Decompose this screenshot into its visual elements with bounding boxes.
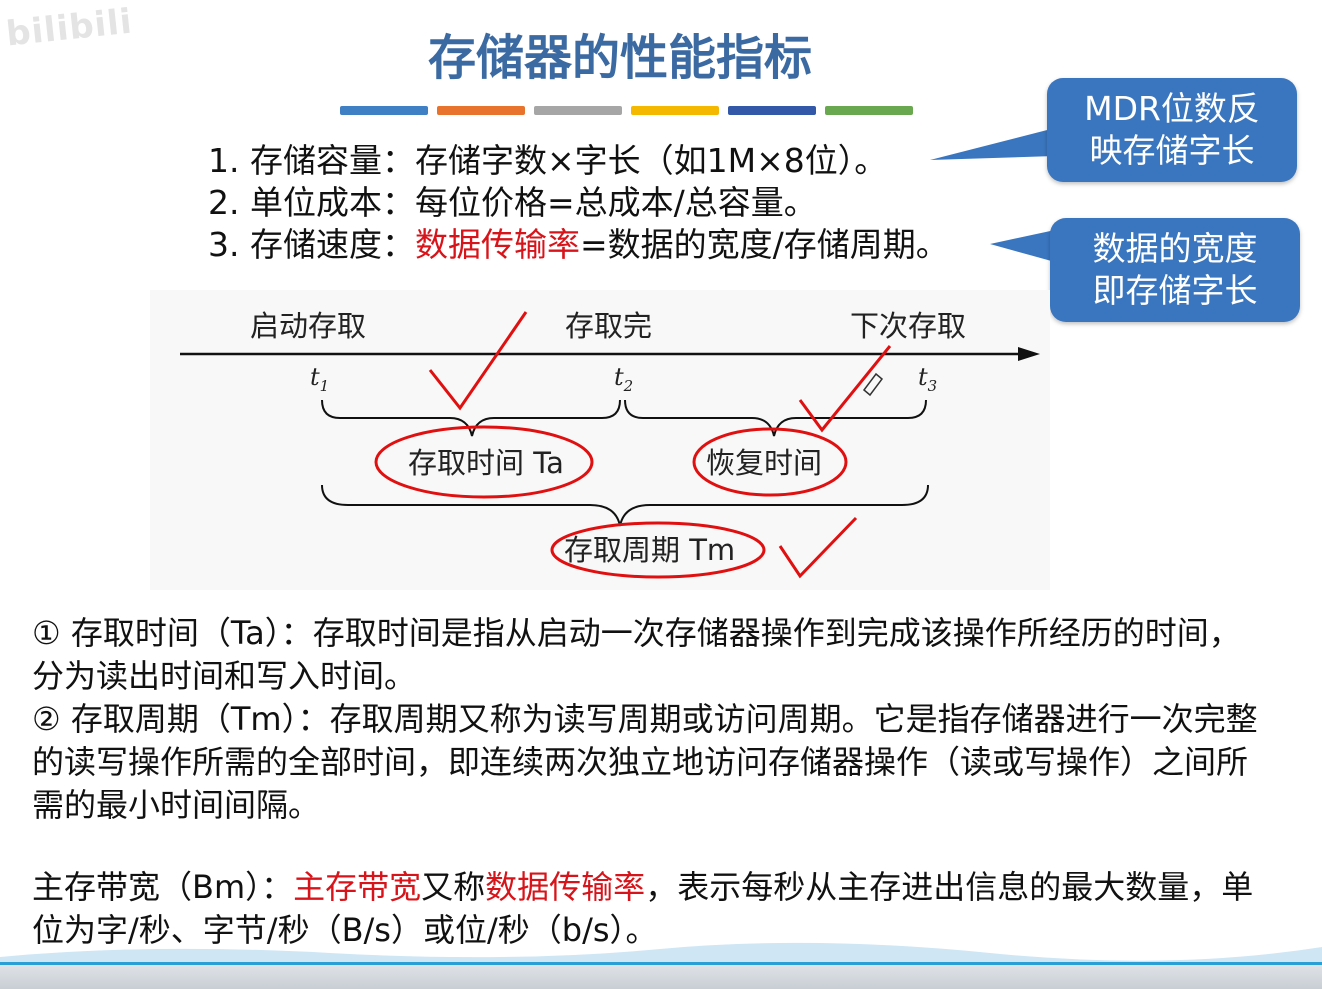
callout-width-tail xyxy=(990,230,1055,262)
color-segment xyxy=(631,106,719,115)
point-highlight: 数据传输率 xyxy=(415,225,580,264)
label-next: 下次存取 xyxy=(850,309,966,343)
point-label: 存储容量： xyxy=(250,141,415,180)
page-title: 存储器的性能指标 xyxy=(427,30,812,86)
callout-mdr-line1: MDR位数反 xyxy=(1084,89,1260,128)
definitions: ① 存取时间（Ta）：存取时间是指从启动一次存储器操作到完成该操作所经历的时间，… xyxy=(32,612,1272,827)
bandwidth-text: 又称 xyxy=(421,868,486,906)
time-axis-arrow xyxy=(1018,347,1040,361)
point-text: 每位价格=总成本/总容量。 xyxy=(415,183,817,222)
performance-points: 1. 存储容量：存储字数×字长（如1M×8位）。 2. 单位成本：每位价格=总成… xyxy=(208,140,949,266)
annotation-check-1 xyxy=(428,311,528,411)
diagram-background xyxy=(150,290,1050,590)
callout-mdr: MDR位数反 映存储字长 xyxy=(1047,78,1297,182)
annotation-circle-cycle xyxy=(550,521,766,579)
definition-access-time: ① 存取时间（Ta）：存取时间是指从启动一次存储器操作到完成该操作所经历的时间，… xyxy=(32,614,1241,695)
point-label: 存储速度： xyxy=(250,225,415,264)
color-segment xyxy=(437,106,525,115)
point-text: =数据的宽度/存储周期。 xyxy=(580,225,949,264)
point-number: 3. xyxy=(208,225,240,264)
color-segment xyxy=(728,106,816,115)
point-capacity: 1. 存储容量：存储字数×字长（如1M×8位）。 xyxy=(208,140,949,182)
bandwidth-text-rest: ，表示每秒从主存进出信息的最大数量，单位为字/秒、字节/秒（B/s）或位/秒（b… xyxy=(32,868,1254,949)
footer-wave xyxy=(0,942,1322,965)
brace-access-time xyxy=(321,399,621,437)
bandwidth-label: 主存带宽（Bm）： xyxy=(32,868,294,906)
callout-width-line2: 即存储字长 xyxy=(1092,271,1258,310)
brace-recovery-time xyxy=(624,399,927,437)
label-start: 启动存取 xyxy=(250,309,366,343)
point-speed: 3. 存储速度：数据传输率=数据的宽度/存储周期。 xyxy=(208,224,949,266)
footer-bar xyxy=(0,962,1322,989)
color-segment xyxy=(825,106,913,115)
annotation-circle-access xyxy=(374,425,594,499)
t3-label: t3 xyxy=(918,363,937,395)
callout-width-line1: 数据的宽度 xyxy=(1092,229,1258,268)
t2-label: t2 xyxy=(614,363,633,395)
callout-mdr-line2: 映存储字长 xyxy=(1089,131,1255,170)
point-label: 单位成本： xyxy=(250,183,415,222)
color-segment xyxy=(340,106,428,115)
annotation-check-3 xyxy=(778,516,858,579)
definition-access-cycle: ② 存取周期（Tm）：存取周期又称为读写周期或访问周期。它是指存储器进行一次完整… xyxy=(32,700,1258,824)
callout-width: 数据的宽度 即存储字长 xyxy=(1050,218,1300,322)
label-recovery-time: 恢复时间 xyxy=(706,446,822,480)
color-segment xyxy=(534,106,622,115)
annotation-check-2 xyxy=(798,345,892,433)
label-cycle: 存取周期 Tm xyxy=(564,533,735,567)
bandwidth-definition: 主存带宽（Bm）：主存带宽又称数据传输率，表示每秒从主存进出信息的最大数量，单位… xyxy=(32,866,1272,952)
point-unit-cost: 2. 单位成本：每位价格=总成本/总容量。 xyxy=(208,182,949,224)
bandwidth-highlight: 主存带宽 xyxy=(293,868,422,906)
annotation-circle-recovery xyxy=(692,427,848,497)
point-text: 存储字数×字长（如1M×8位）。 xyxy=(415,141,888,180)
label-done: 存取完 xyxy=(565,309,652,343)
point-number: 1. xyxy=(208,141,240,180)
label-access-time: 存取时间 Ta xyxy=(408,446,564,480)
t1-label: t1 xyxy=(310,363,329,395)
timing-diagram: 启动存取 存取完 下次存取 t1 t2 t3 存取时间 Ta 恢复时间 存取周期… xyxy=(150,290,1050,590)
transfer-rate-highlight: 数据传输率 xyxy=(485,868,646,906)
callout-mdr-tail xyxy=(930,128,1055,160)
point-number: 2. xyxy=(208,183,240,222)
pen-cursor-icon xyxy=(862,372,884,397)
title-color-bar xyxy=(340,106,913,115)
